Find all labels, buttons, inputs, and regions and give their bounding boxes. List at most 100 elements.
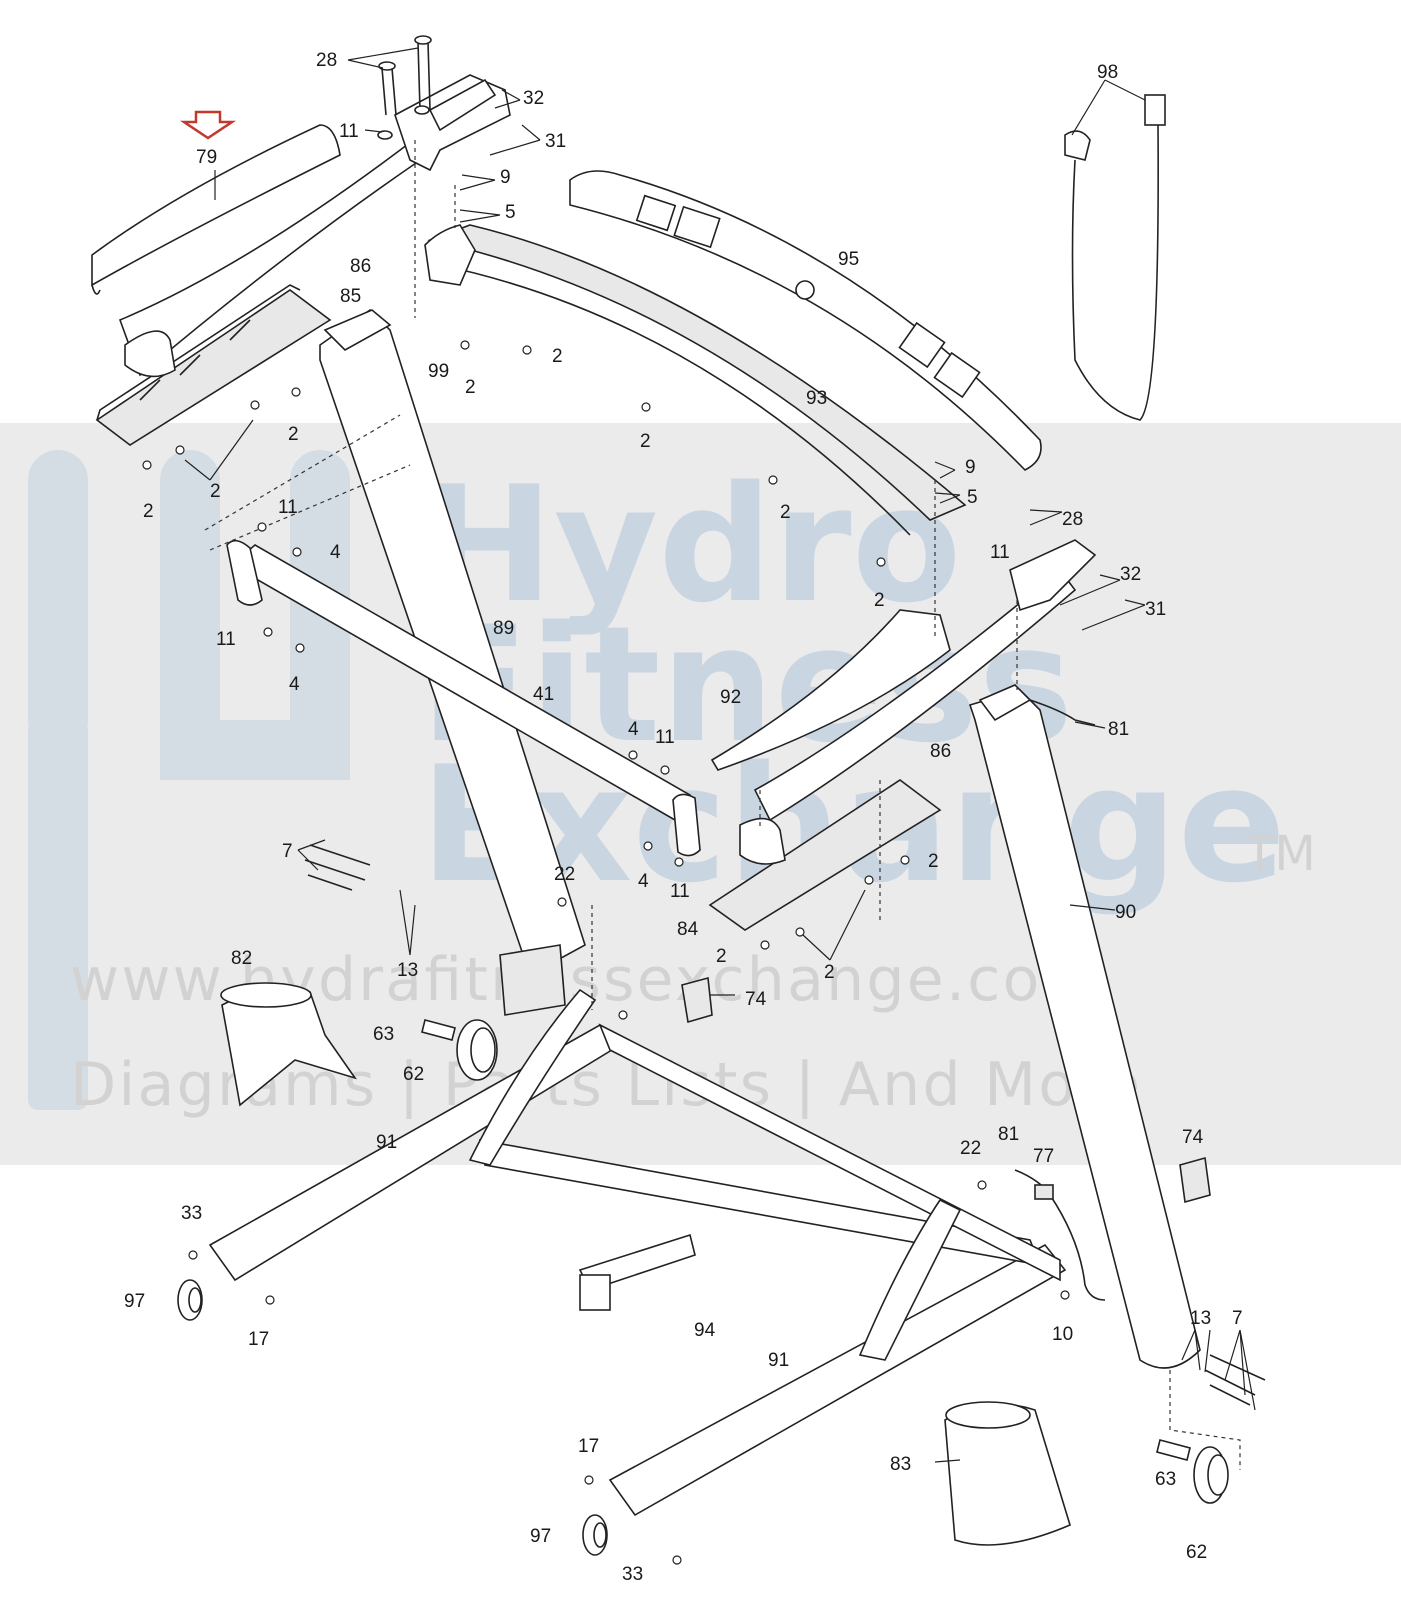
part-90-upright-right (968, 689, 1201, 1369)
label-10: 10 (1052, 1324, 1073, 1345)
label-62: 62 (1186, 1542, 1207, 1563)
part-85-housing (95, 289, 332, 446)
label-2: 2 (716, 946, 727, 967)
label-97: 97 (530, 1526, 551, 1547)
label-2: 2 (824, 962, 835, 983)
label-28: 28 (1062, 509, 1083, 530)
bolts-7-right (1204, 1354, 1266, 1406)
part-84-housing (708, 779, 942, 931)
label-2: 2 (465, 377, 476, 398)
label-81: 81 (1108, 719, 1129, 740)
part-74-bracket-left (681, 976, 713, 1024)
label-63: 63 (373, 1024, 394, 1045)
label-13: 13 (1190, 1308, 1211, 1329)
part-79-cover (91, 124, 341, 287)
label-41: 41 (533, 684, 554, 705)
part-98-safety-key (1064, 94, 1166, 421)
bolts-7-left (304, 844, 371, 891)
label-7: 7 (1232, 1308, 1243, 1329)
label-31: 31 (545, 131, 566, 152)
label-9: 9 (500, 167, 511, 188)
label-2: 2 (640, 431, 651, 452)
label-17: 17 (578, 1436, 599, 1457)
label-11: 11 (655, 727, 675, 748)
label-22: 22 (554, 864, 575, 885)
label-86: 86 (930, 741, 951, 762)
label-91: 91 (376, 1132, 397, 1153)
label-90: 90 (1115, 902, 1136, 923)
label-33: 33 (181, 1203, 202, 1224)
label-2: 2 (928, 851, 939, 872)
leader-lines (184, 47, 1256, 1463)
label-79: 79 (196, 147, 217, 168)
label-63: 63 (1155, 1469, 1176, 1490)
label-9: 9 (965, 457, 976, 478)
label-31: 31 (1145, 599, 1166, 620)
label-2: 2 (552, 346, 563, 367)
label-33: 33 (622, 1564, 643, 1585)
label-2: 2 (874, 590, 885, 611)
label-85: 85 (340, 286, 361, 307)
label-74: 74 (1182, 1127, 1204, 1148)
label-2: 2 (780, 502, 791, 523)
label-98: 98 (1097, 62, 1118, 83)
label-32: 32 (1120, 564, 1141, 585)
label-83: 83 (890, 1454, 911, 1475)
watermark-trademark: TM (1244, 826, 1316, 882)
label-4: 4 (289, 674, 300, 695)
label-99: 99 (428, 361, 449, 382)
part-92-cover (710, 609, 951, 771)
label-2: 2 (288, 424, 299, 445)
label-28: 28 (316, 50, 337, 71)
label-11: 11 (670, 881, 690, 902)
part-95-console-cover (569, 170, 1042, 471)
label-93: 93 (806, 388, 827, 409)
label-11: 11 (339, 121, 359, 142)
label-82: 82 (231, 948, 252, 969)
watermark: Hydro Fitness Exchange TM www.hydrafitne… (0, 423, 1401, 1165)
part-62-wheel-right (1193, 1446, 1229, 1504)
part-86-arm-right (753, 568, 1077, 822)
part-62-wheel-left (456, 1019, 498, 1081)
label-94: 94 (694, 1320, 716, 1341)
label-62: 62 (403, 1064, 424, 1085)
label-5: 5 (505, 202, 516, 223)
part-93-console-frame (427, 224, 967, 521)
part-74-bracket-right (1179, 1156, 1211, 1204)
label-11: 11 (216, 629, 236, 650)
label-91: 91 (768, 1350, 789, 1371)
label-13: 13 (397, 960, 418, 981)
screws-2 (142, 340, 1070, 1565)
line-art (91, 35, 1266, 1565)
label-77: 77 (1033, 1146, 1054, 1167)
label-17: 17 (248, 1329, 269, 1350)
label-7: 7 (282, 841, 293, 862)
label-32: 32 (523, 88, 544, 109)
highlight-arrow (179, 110, 237, 140)
label-11: 11 (278, 497, 298, 518)
label-97: 97 (124, 1291, 145, 1312)
label-2: 2 (210, 481, 221, 502)
assembly-guides (204, 140, 1241, 1470)
watermark-tagline: Diagrams | Parts Lists | And More (70, 1050, 1140, 1120)
watermark-logo (28, 450, 350, 1110)
label-4: 4 (330, 542, 341, 563)
label-86: 86 (350, 256, 371, 277)
watermark-brand-1: Hydro (420, 451, 962, 638)
part-97-wheel-right (582, 1514, 608, 1556)
label-5: 5 (967, 487, 978, 508)
part-labels: 28 11 32 31 79 9 5 86 85 95 98 99 2 2 2 … (124, 50, 1243, 1585)
label-89: 89 (493, 618, 514, 639)
label-95: 95 (838, 249, 859, 270)
label-81: 81 (998, 1124, 1019, 1145)
label-11: 11 (990, 542, 1010, 563)
label-4: 4 (628, 719, 639, 740)
label-22: 22 (960, 1138, 981, 1159)
label-4: 4 (638, 871, 649, 892)
label-2: 2 (143, 501, 154, 522)
part-97-wheel-left (177, 1279, 203, 1321)
label-92: 92 (720, 687, 741, 708)
label-84: 84 (677, 919, 699, 940)
label-74: 74 (745, 989, 767, 1010)
